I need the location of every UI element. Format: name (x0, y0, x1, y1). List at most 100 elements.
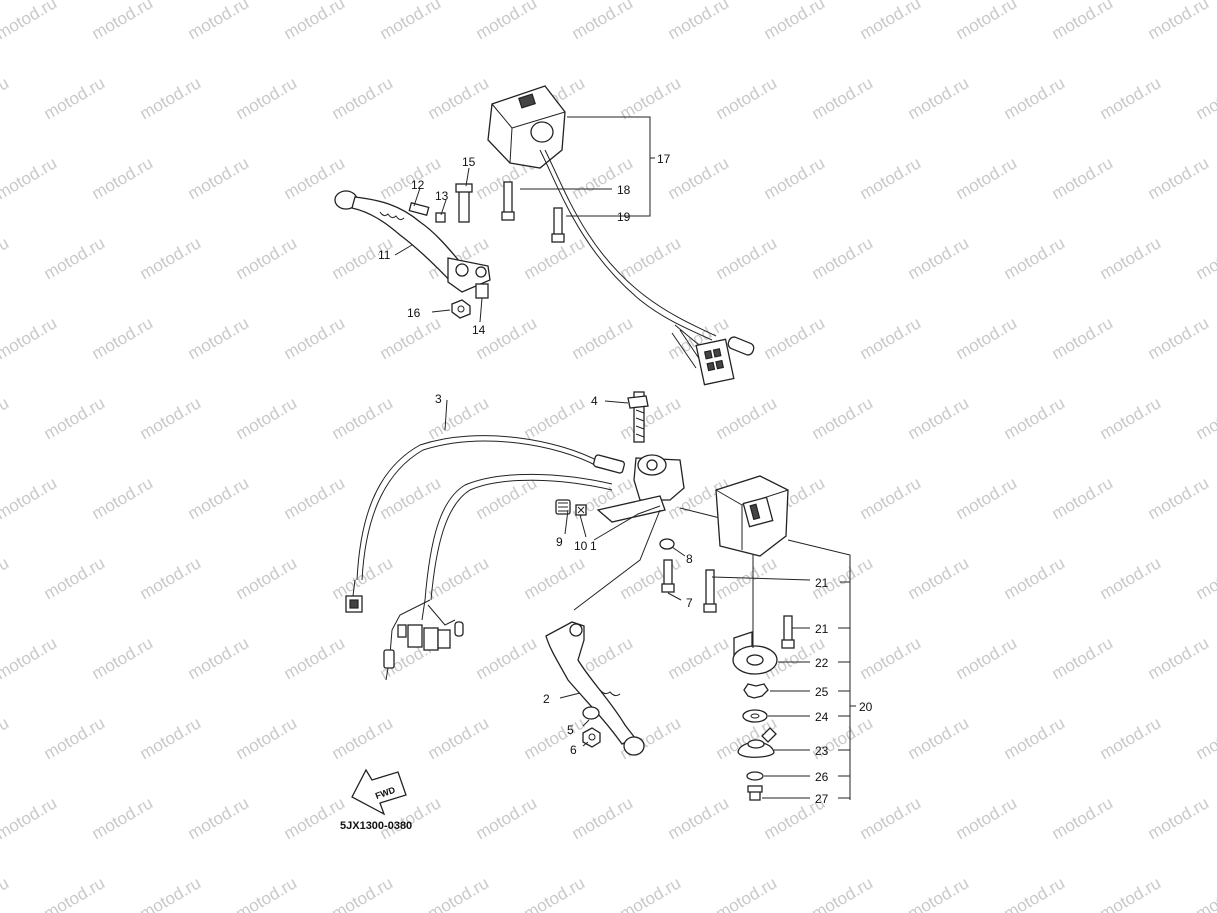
watermark-text: motod.ru (665, 0, 733, 43)
watermark-text: motod.ru (617, 393, 685, 443)
watermark-text: motod.ru (281, 313, 349, 363)
watermark-text: motod.ru (0, 233, 12, 283)
watermark-text: motod.ru (1145, 313, 1213, 363)
callout-24: 24 (815, 710, 829, 724)
watermark-text: motod.ru (1193, 233, 1217, 283)
watermark-text: motod.ru (233, 553, 301, 603)
watermark-text: motod.ru (713, 73, 781, 123)
watermark-text: motod.ru (425, 713, 493, 763)
watermark-text: motod.ru (1049, 313, 1117, 363)
watermark-text: motod.ru (569, 313, 637, 363)
watermark-text: motod.ru (1097, 233, 1165, 283)
watermark-text: motod.ru (41, 73, 109, 123)
watermark-text: motod.ru (953, 153, 1021, 203)
watermark-text: motod.ru (185, 633, 253, 683)
watermark-text: motod.ru (665, 793, 733, 843)
callout-22: 22 (815, 656, 829, 670)
callout-10: 10 (574, 539, 588, 553)
brake-cable-3 (345, 435, 626, 613)
callout-15: 15 (462, 155, 476, 169)
diagram-code: 5JX1300-0380 (340, 820, 412, 832)
callout-4: 4 (591, 394, 598, 408)
watermark-text: motod.ru (953, 793, 1021, 843)
callout-14: 14 (472, 323, 486, 337)
watermark-text: motod.ru (1049, 633, 1117, 683)
watermark-text: motod.ru (1145, 0, 1213, 43)
watermark-text: motod.ru (1001, 553, 1069, 603)
watermark-text: motod.ru (137, 233, 205, 283)
watermark-text: motod.ru (905, 393, 973, 443)
callout-26: 26 (815, 770, 829, 784)
watermark-text: motod.ru (185, 473, 253, 523)
watermark-text: motod.ru (0, 393, 12, 443)
watermark-text: motod.ru (137, 873, 205, 913)
watermark-text: motod.ru (137, 73, 205, 123)
watermark-text: motod.ru (953, 473, 1021, 523)
callout-12: 12 (411, 178, 425, 192)
callout-20: 20 (859, 700, 873, 714)
right-handlebar-switch-20 (703, 475, 795, 801)
watermark-text: motod.ru (89, 793, 157, 843)
watermark-text: motod.ru (185, 153, 253, 203)
watermark-text: motod.ru (41, 553, 109, 603)
watermark-text: motod.ru (713, 873, 781, 913)
watermark-text: motod.ru (41, 233, 109, 283)
watermark-text: motod.ru (1145, 153, 1213, 203)
watermark-text: motod.ru (0, 153, 60, 203)
callout-7: 7 (686, 596, 693, 610)
callout-27: 27 (815, 792, 829, 806)
watermark-text: motod.ru (281, 633, 349, 683)
watermark-text: motod.ru (1097, 553, 1165, 603)
watermark-text: motod.ru (953, 0, 1021, 43)
watermark-text: motod.ru (905, 873, 973, 913)
watermark-text: motod.ru (905, 233, 973, 283)
watermark-text: motod.ru (89, 153, 157, 203)
master-cylinder-1 (596, 391, 721, 523)
watermark-text: motod.ru (41, 713, 109, 763)
callout-19: 19 (617, 210, 631, 224)
watermark-text: motod.ru (0, 713, 12, 763)
callout-9: 9 (556, 535, 563, 549)
watermark-text: motod.ru (233, 713, 301, 763)
watermark-text: motod.ru (905, 553, 973, 603)
watermark-text: motod.ru (329, 393, 397, 443)
callout-5: 5 (567, 723, 574, 737)
watermark-text: motod.ru (521, 553, 589, 603)
watermark-text: motod.ru (521, 873, 589, 913)
watermark-text: motod.ru (473, 793, 541, 843)
watermark-text: motod.ru (1145, 793, 1213, 843)
watermark-text: motod.ru (0, 873, 12, 913)
callout-3: 3 (435, 392, 442, 406)
watermark-text: motod.ru (185, 313, 253, 363)
watermark-text: motod.ru (569, 793, 637, 843)
watermark-text: motod.ru (473, 0, 541, 43)
watermark-text: motod.ru (1001, 233, 1069, 283)
watermark-text: motod.ru (857, 793, 925, 843)
watermark-text: motod.ru (377, 0, 445, 43)
watermark-text: motod.ru (617, 873, 685, 913)
watermark-text: motod.ru (0, 0, 60, 43)
forward-direction-arrow-icon: FWD (351, 768, 407, 816)
watermark-text: motod.ru (809, 73, 877, 123)
hardware-5-6-7-8 (582, 538, 675, 748)
watermark-text: motod.ru (617, 73, 685, 123)
leader-lines-lower (444, 399, 856, 800)
screws-18-19 (501, 181, 565, 243)
watermark-text: motod.ru (809, 233, 877, 283)
watermark-text: motod.ru (41, 393, 109, 443)
callout-21b: 21 (815, 622, 829, 636)
watermark-text: motod.ru (857, 633, 925, 683)
callout-25: 25 (815, 685, 829, 699)
watermark-text: motod.ru (905, 713, 973, 763)
watermark-text: motod.ru (425, 553, 493, 603)
watermark-text: motod.ru (809, 393, 877, 443)
wiring-harness (383, 473, 613, 681)
watermark-text: motod.ru (857, 313, 925, 363)
watermark-text: motod.ru (89, 0, 157, 43)
watermark-text: motod.ru (377, 313, 445, 363)
watermark-text: motod.ru (89, 313, 157, 363)
watermark-text: motod.ru (713, 393, 781, 443)
clutch-lever-11 (334, 190, 491, 293)
watermark-text: motod.ru (1001, 393, 1069, 443)
watermark-text: motod.ru (713, 233, 781, 283)
